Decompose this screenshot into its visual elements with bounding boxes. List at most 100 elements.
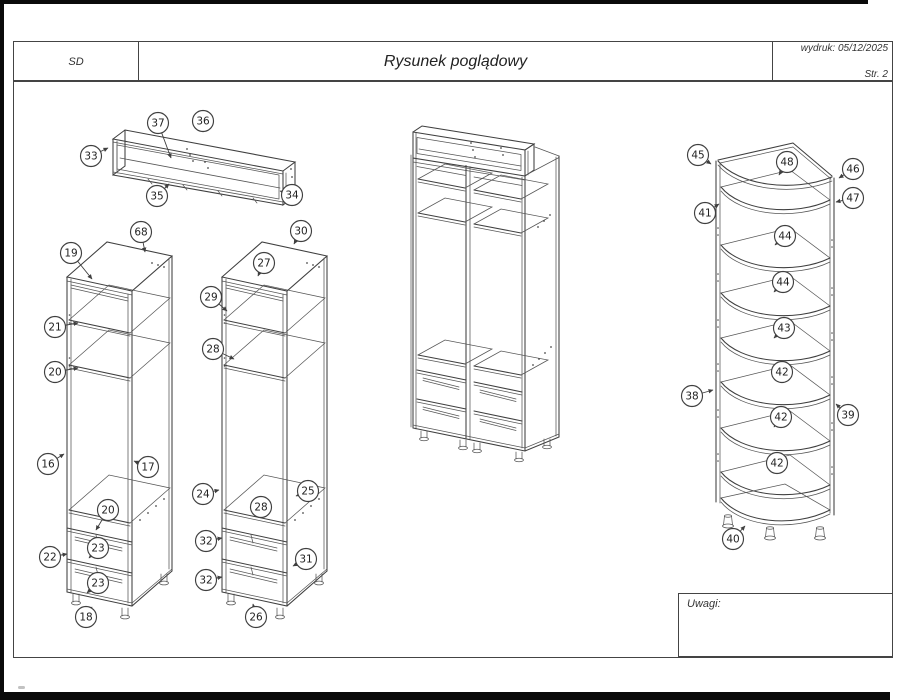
- callout-37: 37: [146, 111, 170, 135]
- svg-text:28: 28: [254, 502, 267, 514]
- corner-shelf-unit-drawing: 45 48 46 47 41 44 44 43 42 42 42 38 39 4…: [680, 142, 865, 551]
- callout-21: 21: [43, 315, 67, 339]
- scan-bar-bottom: [0, 692, 890, 700]
- callout-42a: 42: [770, 360, 794, 384]
- svg-text:41: 41: [698, 208, 711, 220]
- callout-32a: 32: [194, 529, 218, 553]
- tall-cabinet-middle-drawing: 30 27 29 28 24 25 28 32 31 32 26: [191, 219, 329, 629]
- svg-text:68: 68: [134, 227, 147, 239]
- svg-text:21: 21: [48, 322, 61, 334]
- print-date: wydruk: 05/12/2025: [800, 43, 888, 54]
- svg-text:36: 36: [196, 116, 210, 128]
- svg-text:23: 23: [91, 578, 104, 590]
- callout-18: 18: [74, 605, 98, 629]
- svg-text:46: 46: [846, 164, 860, 176]
- svg-text:44: 44: [778, 231, 792, 243]
- svg-text:26: 26: [249, 612, 263, 624]
- svg-text:43: 43: [777, 323, 790, 335]
- svg-text:40: 40: [726, 534, 739, 546]
- callout-31: 31: [294, 547, 318, 571]
- title-block: SD Rysunek poglądowy wydruk: 05/12/2025 …: [13, 41, 893, 82]
- callout-34: 34: [280, 183, 304, 207]
- svg-text:23: 23: [91, 543, 104, 555]
- callout-30: 30: [289, 219, 313, 243]
- notes-label: Uwagi:: [687, 598, 721, 610]
- svg-text:31: 31: [299, 554, 312, 566]
- callout-47: 47: [841, 186, 865, 210]
- callout-19: 19: [59, 241, 83, 265]
- callout-29: 29: [199, 285, 223, 309]
- callout-25: 25: [296, 479, 320, 503]
- svg-text:16: 16: [41, 459, 55, 471]
- svg-text:20: 20: [48, 367, 61, 379]
- callout-35: 35: [145, 184, 169, 208]
- double-wardrobe-drawing: [410, 125, 560, 463]
- callout-45: 45: [686, 143, 710, 167]
- svg-text:17: 17: [141, 462, 154, 474]
- callout-26: 26: [244, 605, 268, 629]
- callout-46: 46: [841, 157, 865, 181]
- scan-smudge: [18, 686, 25, 689]
- svg-text:28: 28: [206, 344, 219, 356]
- svg-text:18: 18: [79, 612, 92, 624]
- svg-text:22: 22: [43, 552, 56, 564]
- callout-33: 33: [79, 144, 103, 168]
- svg-text:38: 38: [685, 391, 698, 403]
- callout-27: 27: [252, 251, 276, 275]
- svg-text:45: 45: [691, 150, 704, 162]
- svg-text:47: 47: [846, 193, 859, 205]
- callout-36: 36: [191, 109, 215, 133]
- callout-28a: 28: [201, 337, 225, 361]
- callout-40: 40: [721, 527, 745, 551]
- callout-43: 43: [772, 316, 796, 340]
- callout-39: 39: [836, 403, 860, 427]
- callout-42c: 42: [765, 451, 789, 475]
- svg-text:39: 39: [841, 410, 854, 422]
- callout-20b: 20: [96, 498, 120, 522]
- svg-text:44: 44: [776, 277, 790, 289]
- svg-text:33: 33: [84, 151, 97, 163]
- scan-bar-top: [0, 0, 868, 4]
- callout-24: 24: [191, 482, 215, 506]
- callout-44b: 44: [771, 270, 795, 294]
- callout-38: 38: [680, 384, 704, 408]
- svg-text:25: 25: [301, 486, 314, 498]
- svg-text:20: 20: [101, 505, 114, 517]
- svg-text:32: 32: [199, 575, 212, 587]
- page-title: Rysunek poglądowy: [383, 52, 528, 70]
- svg-text:29: 29: [204, 292, 217, 304]
- callout-22: 22: [38, 545, 62, 569]
- callout-16: 16: [36, 452, 60, 476]
- svg-text:30: 30: [294, 226, 307, 238]
- top-shelf-drawing: 33 37 36 35 34: [79, 109, 304, 208]
- svg-text:27: 27: [257, 258, 270, 270]
- svg-text:42: 42: [775, 367, 788, 379]
- callout-32b: 32: [194, 568, 218, 592]
- svg-text:48: 48: [780, 157, 793, 169]
- callout-28b: 28: [249, 495, 273, 519]
- notes-box: Uwagi:: [678, 593, 893, 657]
- callout-23a: 23: [86, 536, 110, 560]
- callout-41: 41: [693, 201, 717, 225]
- svg-text:34: 34: [285, 190, 299, 202]
- callout-23b: 23: [86, 571, 110, 595]
- drawing-frame: [13, 80, 893, 658]
- svg-text:42: 42: [774, 412, 787, 424]
- callout-68: 68: [129, 220, 153, 244]
- title-block-meta: wydruk: 05/12/2025 Str. 2: [772, 42, 892, 81]
- svg-text:32: 32: [199, 536, 212, 548]
- page-number: Str. 2: [864, 69, 888, 80]
- svg-text:19: 19: [64, 248, 77, 260]
- title-block-code: SD: [14, 42, 139, 81]
- svg-text:42: 42: [770, 458, 783, 470]
- svg-text:37: 37: [151, 118, 164, 130]
- callout-48: 48: [775, 150, 799, 174]
- svg-text:35: 35: [150, 191, 163, 203]
- scan-bar-left: [0, 0, 4, 694]
- callout-42b: 42: [769, 405, 793, 429]
- callout-20: 20: [43, 360, 67, 384]
- tall-cabinet-left-drawing: 19 68 21 20 16 17 20 22 23 23 18: [36, 220, 174, 629]
- callout-17: 17: [136, 455, 160, 479]
- callout-44a: 44: [773, 224, 797, 248]
